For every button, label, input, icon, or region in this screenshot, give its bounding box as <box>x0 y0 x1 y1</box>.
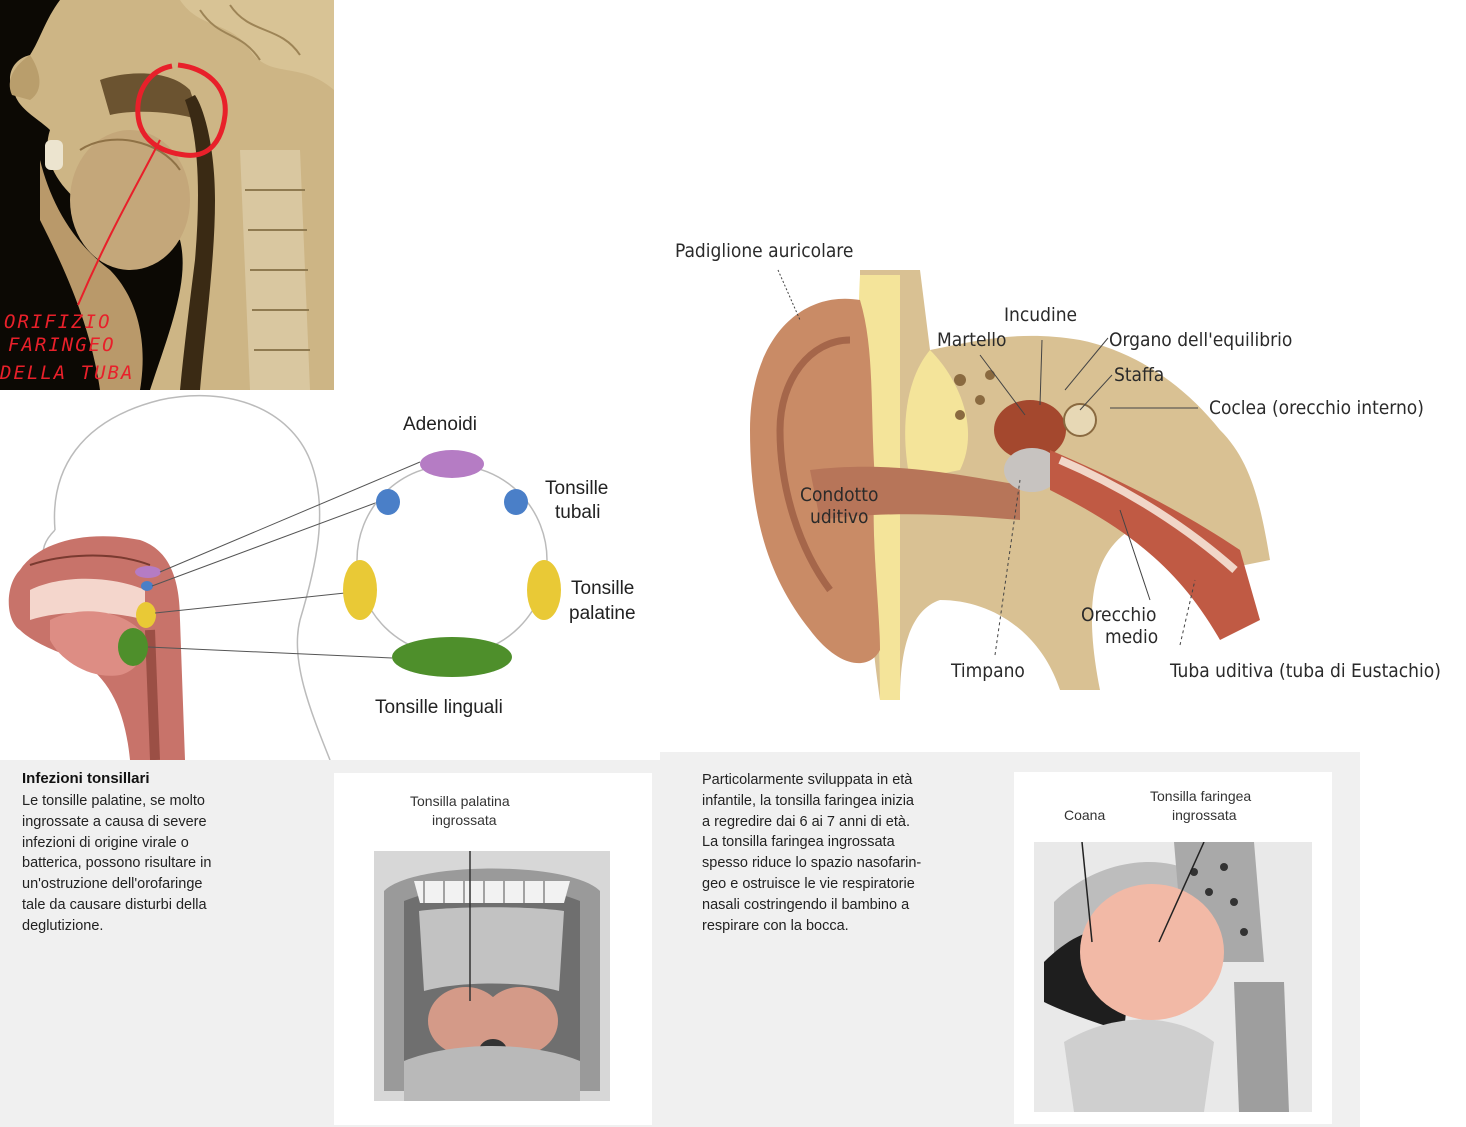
ear-cross-section-illustration <box>750 269 1270 700</box>
label-condotto-uditivo-1: Condotto <box>800 484 879 506</box>
pharyngeal-line: La tonsilla faringea ingrossata <box>702 834 895 851</box>
pharyngeal-line: nasali costringendo il bambino a <box>702 896 910 913</box>
infections-panel: Infezioni tonsillari Le tonsille palatin… <box>0 760 660 1127</box>
pharyngeal-line: respirare con la bocca. <box>702 917 849 934</box>
infections-line: un'ostruzione dell'orofaringe <box>22 876 203 893</box>
label-timpano: Timpano <box>951 660 1025 682</box>
label-tonsille-tubali-2: tubali <box>555 502 601 523</box>
sagittal-nasopharynx-illustration <box>1034 842 1312 1112</box>
cadaver-sagittal-photo: ORIFIZIO FARINGEO DELLA TUBA <box>0 0 334 390</box>
infections-line: ingrossate a causa di severe <box>22 813 207 830</box>
tonsil-ring-illustration <box>8 394 561 761</box>
ear-anatomy-diagram: Padiglione auricolare Incudine Martello … <box>660 230 1466 710</box>
label-coana: Coana <box>1064 807 1106 823</box>
pharyngeal-line: Particolarmente sviluppata in età <box>702 772 913 788</box>
open-mouth-illustration <box>374 851 610 1101</box>
label-padiglione-auricolare: Padiglione auricolare <box>675 240 854 262</box>
infections-line: Le tonsille palatine, se molto <box>22 793 205 809</box>
label-orecchio-medio-2: medio <box>1105 626 1159 648</box>
label-adenoidi: Adenoidi <box>403 414 477 435</box>
infections-line: infezioni di origine virale o <box>22 834 189 851</box>
label-tonsille-tubali-1: Tonsille <box>545 478 609 499</box>
label-incudine: Incudine <box>1004 304 1078 326</box>
handwritten-note-line-2: FARINGEO <box>8 334 116 356</box>
infections-title: Infezioni tonsillari <box>22 770 150 787</box>
infections-text: Le tonsille palatine, se molto ingrossat… <box>22 791 211 937</box>
label-organo-equilibrio: Organo dell'equilibrio <box>1109 329 1293 351</box>
pharyngeal-line: spesso riduce lo spazio nasofarin- <box>702 855 922 872</box>
pharyngeal-line: geo e ostruisce le vie respiratorie <box>702 875 915 892</box>
cadaver-section-illustration <box>0 0 334 390</box>
infections-line: batterica, possono risultare in <box>22 855 212 872</box>
label-coclea: Coclea (orecchio interno) <box>1209 397 1424 419</box>
figure-label-line-1: Tonsilla faringea <box>1150 788 1252 804</box>
pharyngeal-text: Particolarmente sviluppata in età infant… <box>702 770 921 936</box>
label-tonsille-linguali: Tonsille linguali <box>375 697 503 718</box>
handwritten-note-line-1: ORIFIZIO <box>4 311 112 333</box>
label-tonsille-palatine-1: Tonsille <box>571 578 635 599</box>
handwritten-note-line-3: DELLA TUBA <box>0 362 135 384</box>
tonsil-ring-diagram: Adenoidi Tonsille tubali Tonsille palati… <box>0 390 660 761</box>
pharyngeal-tonsil-figure: Coana Tonsilla faringea ingrossata <box>1014 772 1332 1124</box>
label-orecchio-medio-1: Orecchio <box>1081 604 1157 626</box>
figure-label-line-2: ingrossata <box>1172 807 1237 823</box>
label-tonsille-palatine-2: palatine <box>569 603 636 624</box>
figure-label-line-2: ingrossata <box>432 812 497 828</box>
label-martello: Martello <box>937 329 1007 351</box>
label-staffa: Staffa <box>1114 364 1165 386</box>
pharyngeal-panel: Particolarmente sviluppata in età infant… <box>660 752 1360 1127</box>
label-tuba-uditiva: Tuba uditiva (tuba di Eustachio) <box>1170 660 1441 682</box>
pharyngeal-line: a regredire dai 6 ai 7 anni di età. <box>702 813 910 830</box>
label-condotto-uditivo-2: uditivo <box>810 506 869 528</box>
figure-label-line-1: Tonsilla palatina <box>410 793 510 809</box>
infections-line: tale da causare disturbi della <box>22 896 207 913</box>
infections-line: deglutizione. <box>22 917 104 934</box>
pharyngeal-line: infantile, la tonsilla faringea inizia <box>702 792 914 809</box>
palatine-tonsil-figure: Tonsilla palatina ingrossata <box>334 773 652 1125</box>
